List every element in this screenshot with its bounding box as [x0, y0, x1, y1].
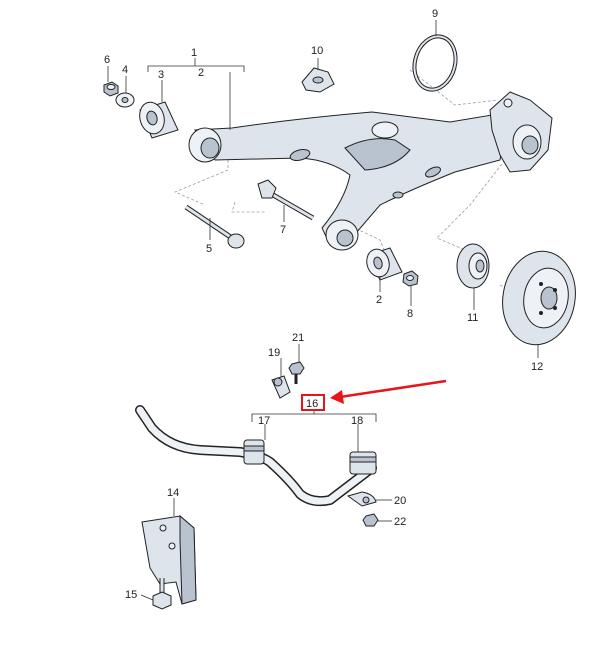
stabilizer-bushing — [349, 451, 377, 475]
label-part-1: 1 — [191, 47, 197, 59]
nut — [103, 81, 119, 97]
label-part-18: 18 — [351, 415, 363, 427]
stabilizer-bar — [135, 405, 377, 507]
leader-lines — [107, 20, 539, 601]
brake-disc — [502, 250, 576, 346]
label-part-4: 4 — [122, 64, 128, 76]
highlight-box — [301, 394, 325, 411]
label-part-2: 2 — [198, 67, 204, 79]
seal-ring — [412, 34, 458, 92]
label-part-10: 10 — [311, 45, 323, 57]
mounting-bracket — [141, 514, 197, 605]
highlight-arrow — [339, 379, 447, 399]
label-part-11: 11 — [467, 312, 478, 324]
label-part-14: 14 — [167, 487, 179, 499]
label-part-17: 17 — [258, 415, 270, 427]
highlight-annotation — [301, 379, 447, 411]
bolt — [152, 578, 172, 610]
part-labels: 1 3 2 6 4 9 10 5 7 2 8 11 12 21 19 16 17… — [104, 8, 543, 601]
label-part-16: 16 — [306, 398, 318, 410]
bump-stop — [301, 67, 335, 93]
label-part-19: 19 — [268, 347, 280, 359]
label-part-20: 20 — [394, 495, 406, 507]
label-part-5: 5 — [206, 243, 212, 255]
bushing — [366, 247, 403, 281]
bolt — [257, 179, 315, 221]
bolt — [362, 513, 379, 527]
label-part-9: 9 — [432, 8, 438, 20]
bolt — [184, 204, 245, 249]
control-arm — [188, 91, 553, 251]
label-part-21: 21 — [292, 332, 304, 344]
bushing — [139, 101, 179, 139]
highlight-arrowhead — [330, 390, 344, 404]
stabilizer-link — [271, 375, 291, 399]
label-part-2: 2 — [376, 294, 382, 306]
nut — [402, 270, 419, 287]
label-part-3: 3 — [158, 69, 164, 81]
bolt — [288, 361, 305, 384]
clamp — [346, 491, 377, 507]
label-part-12: 12 — [531, 361, 543, 373]
label-part-6: 6 — [104, 54, 110, 66]
wheel-hub — [456, 243, 490, 289]
label-part-7: 7 — [280, 224, 286, 236]
label-part-8: 8 — [407, 308, 413, 320]
washer — [115, 92, 135, 108]
label-part-15: 15 — [125, 589, 137, 601]
label-part-22: 22 — [394, 516, 406, 528]
stabilizer-bushing — [243, 439, 265, 465]
